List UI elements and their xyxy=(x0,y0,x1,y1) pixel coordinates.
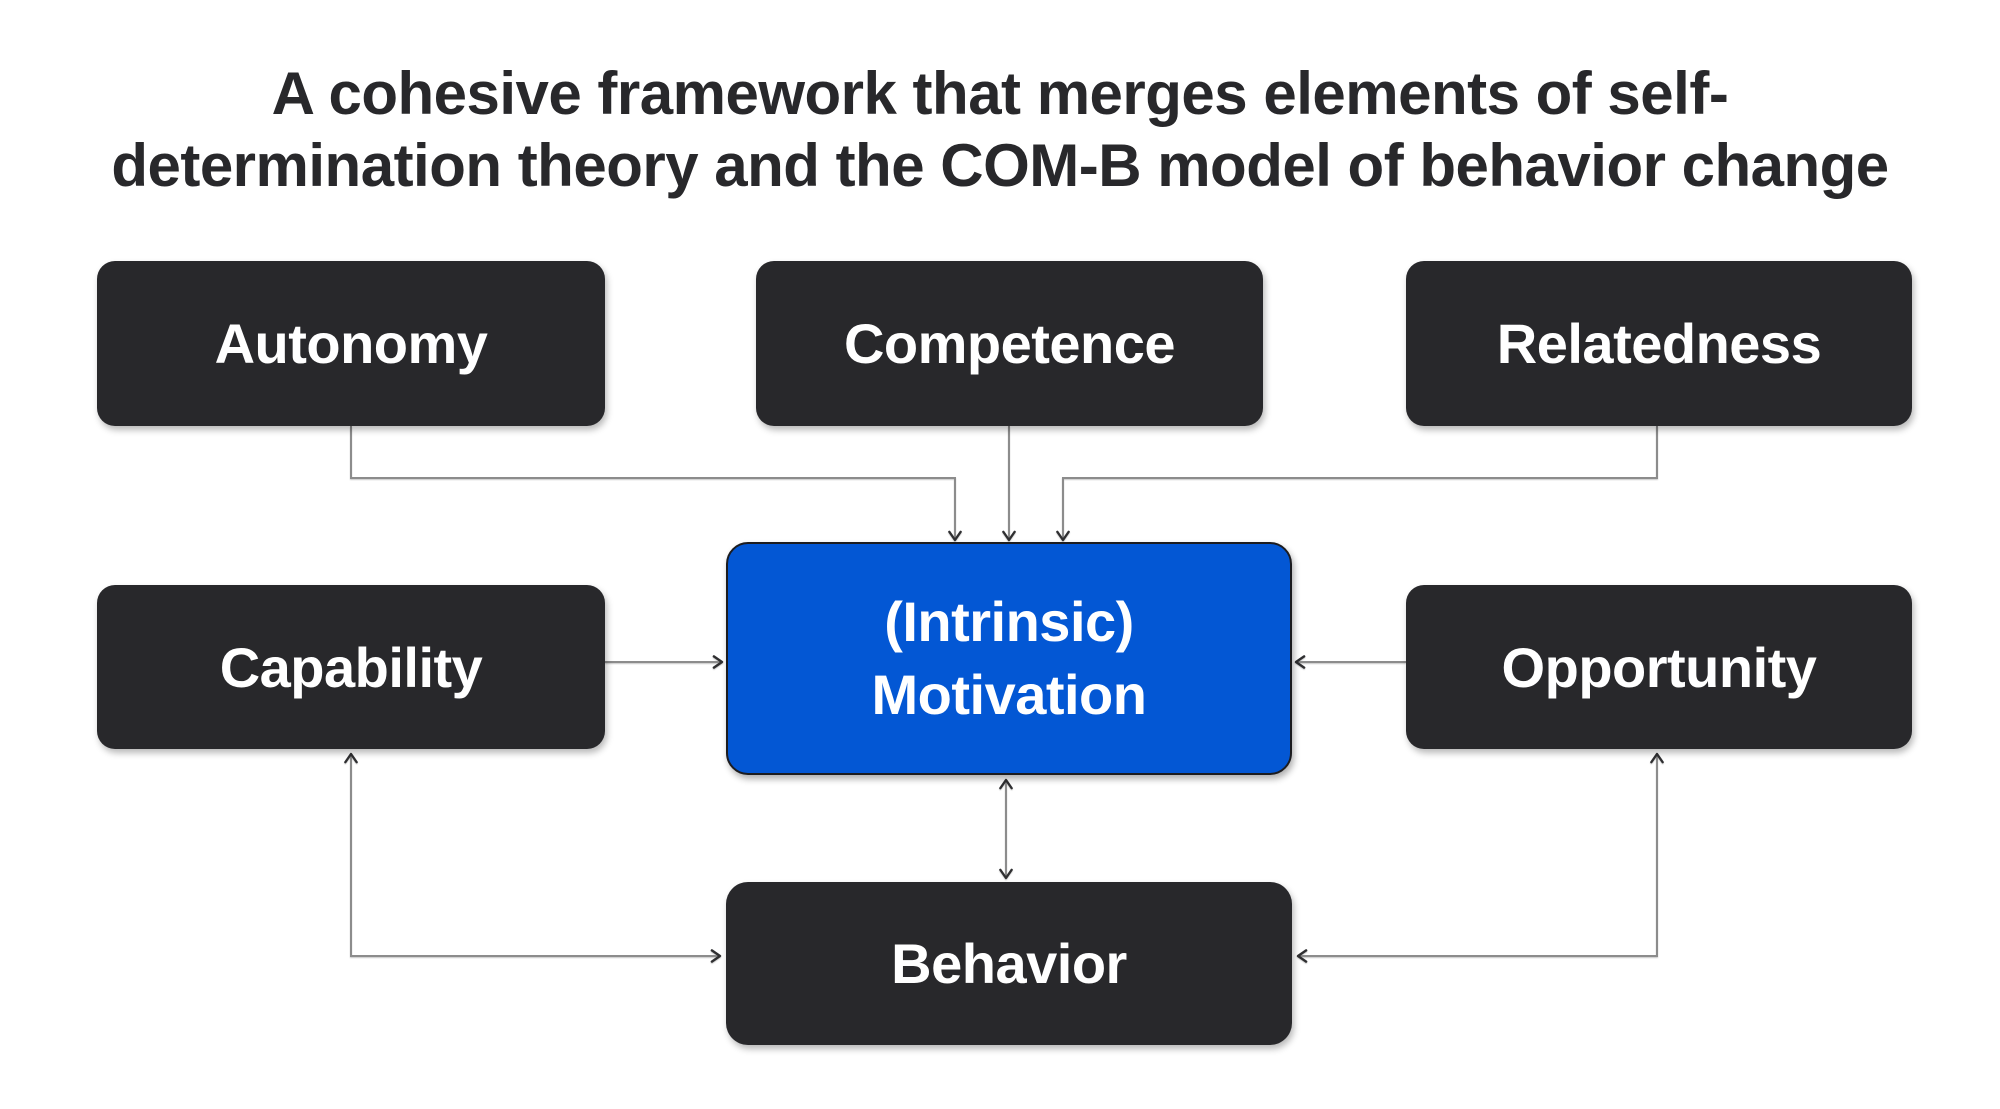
title-line-2: determination theory and the COM-B model… xyxy=(111,132,1889,199)
connector-behavior-capability-bidirectional xyxy=(344,752,722,963)
node-autonomy-label: Autonomy xyxy=(214,312,488,375)
node-capability: Capability xyxy=(97,585,605,749)
node-relatedness: Relatedness xyxy=(1406,261,1912,426)
connector-behavior-opportunity-bidirectional xyxy=(1296,752,1664,963)
diagram-title: A cohesive framework that merges element… xyxy=(0,58,2000,202)
node-competence-label: Competence xyxy=(843,312,1176,375)
node-motivation-label-line-1: (Intrinsic) xyxy=(884,589,1134,653)
node-opportunity: Opportunity xyxy=(1406,585,1912,749)
node-intrinsic-motivation: (Intrinsic) Motivation xyxy=(726,542,1292,775)
node-behavior: Behavior xyxy=(726,882,1292,1045)
title-line-1: A cohesive framework that merges element… xyxy=(271,60,1729,127)
connector-relatedness-to-motivation xyxy=(1056,426,1658,542)
node-behavior-label: Behavior xyxy=(891,932,1127,995)
node-capability-label: Capability xyxy=(219,635,483,699)
node-opportunity-label: Opportunity xyxy=(1501,635,1817,699)
node-motivation-label-line-2: Motivation xyxy=(871,662,1147,726)
connector-autonomy-to-motivation xyxy=(350,426,962,542)
node-competence: Competence xyxy=(756,261,1263,426)
node-relatedness-label: Relatedness xyxy=(1496,312,1822,375)
node-autonomy: Autonomy xyxy=(97,261,605,426)
